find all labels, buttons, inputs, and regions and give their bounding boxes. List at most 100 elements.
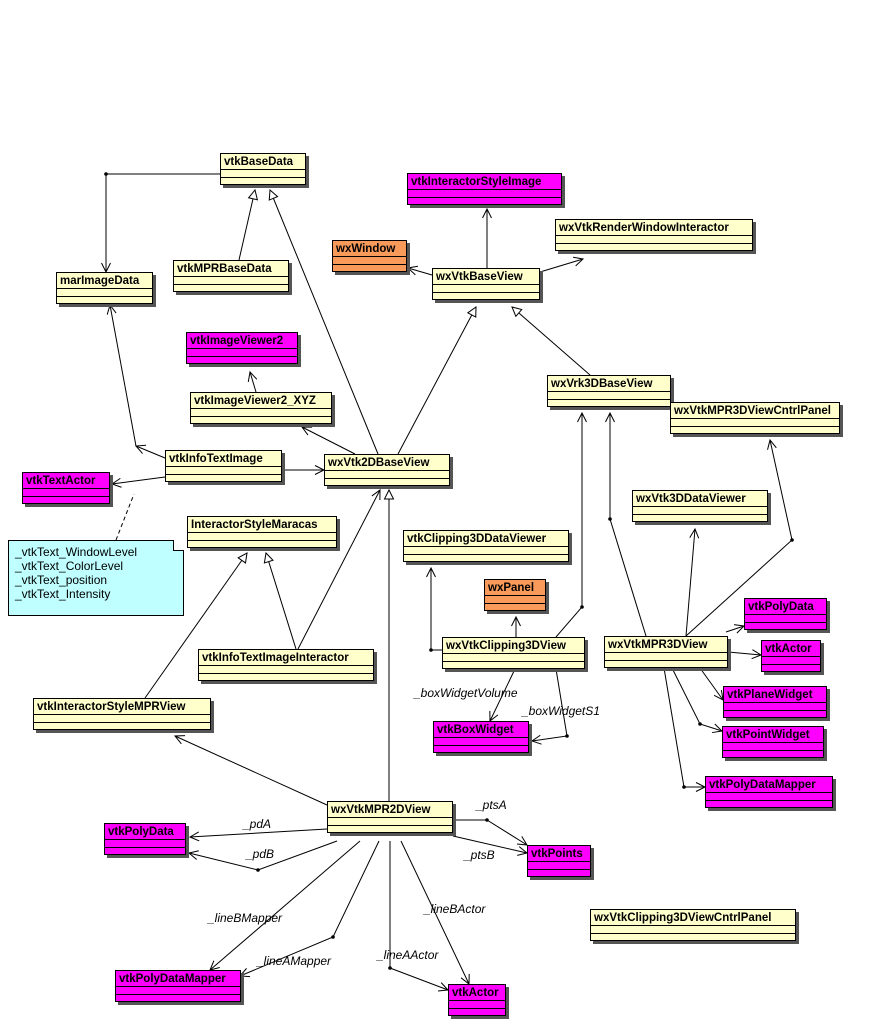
compartment-divider — [591, 933, 795, 934]
compartment-divider — [23, 496, 109, 497]
edge-mpr2d-polydata-a — [189, 828, 328, 838]
class-name: vtkPoints — [528, 846, 590, 862]
class-box-vtkclipping3ddataviewer[interactable]: vtkClipping3DDataViewer — [403, 530, 569, 562]
edge-clip-3dbase — [555, 413, 583, 638]
class-box-vtkbasedata[interactable]: vtkBaseData — [220, 153, 306, 185]
compartment-divider — [449, 1008, 505, 1009]
edge-2dbase-basevideo — [397, 306, 477, 455]
edge-mpr3d-pointwidget — [671, 667, 723, 732]
class-box-wxvtkmpr2dview[interactable]: wxVtkMPR2DView — [327, 801, 453, 833]
class-box-vtkinfotextimageinteractor[interactable]: vtkInfoTextImageInteractor — [198, 649, 374, 681]
association-arrowhead — [247, 370, 258, 382]
class-box-wxpanel[interactable]: wxPanel — [484, 579, 546, 611]
class-name: vtkTextActor — [23, 473, 109, 489]
class-box-wxvtkclipping3dview[interactable]: wxVtkClipping3DView — [442, 637, 585, 669]
association-arrowhead — [301, 426, 313, 436]
generalization-arrowhead — [247, 188, 259, 201]
generalization-arrowhead — [263, 551, 274, 564]
class-box-wxvtk2dbaseview[interactable]: wxVtk2DBaseView — [324, 454, 450, 486]
class-box-vtkinfotextimage[interactable]: vtkInfoTextImage — [165, 450, 282, 482]
note-line: _vtkText_Intensity — [15, 587, 111, 601]
class-box-vtkpolydata[interactable]: vtkPolyData — [104, 823, 186, 855]
edge-mpr2d-actor-b — [400, 840, 470, 985]
class-name: wxVtkBaseView — [433, 269, 539, 285]
compartment-divider — [328, 825, 452, 826]
association-arrowhead — [767, 438, 777, 450]
edge-xyz-viewer2 — [249, 371, 257, 393]
class-name: vtkInteractorStyleImage — [408, 174, 561, 190]
class-name: wxVtkMPR2DView — [328, 802, 452, 818]
compartment-divider — [548, 399, 670, 400]
compartment-divider — [528, 869, 590, 870]
note-line: _vtkText_position — [15, 573, 108, 587]
class-box-vtkinteractorstyleimage[interactable]: vtkInteractorStyleImage — [407, 173, 562, 205]
edge-2dbase-viewer2xyz — [301, 426, 356, 455]
class-box-vtkactor[interactable]: vtkActor — [761, 640, 821, 672]
class-name: vtkPolyDataMapper — [706, 777, 832, 793]
class-name: wxVtk2DBaseView — [325, 455, 449, 471]
class-box-vtkpolydatamapper[interactable]: vtkPolyDataMapper — [115, 970, 241, 1002]
class-box-wxwindow[interactable]: wxWindow — [332, 240, 407, 272]
association-arrowhead — [511, 615, 521, 627]
compartment-divider — [116, 994, 240, 995]
class-box-wxvtkbaseview[interactable]: wxVtkBaseView — [432, 268, 540, 300]
class-name: vtkInfoTextImageInteractor — [199, 650, 373, 666]
class-box-wxvtkclipping3dviewcntrlpanel[interactable]: wxVtkClipping3DViewCntrlPanel — [590, 909, 796, 941]
bend-point — [608, 517, 612, 521]
association-arrowhead — [482, 207, 492, 219]
class-box-vtktextactor[interactable]: vtkTextActor — [22, 472, 110, 504]
class-name: vtkInfoTextImage — [166, 451, 281, 467]
association-arrowhead — [406, 265, 418, 276]
class-name: vtkActor — [449, 985, 505, 1001]
association-arrowhead — [577, 411, 587, 423]
edge-mpr3d-3ddataviewer — [685, 528, 696, 637]
compartment-divider — [174, 284, 288, 285]
edge-basedata-marimagedata — [105, 173, 220, 272]
class-name: vtkPolyData — [745, 599, 826, 615]
class-box-vtkpointwidget[interactable]: vtkPointWidget — [722, 726, 824, 758]
association-arrowhead — [187, 850, 199, 860]
class-box-vtkpolydata[interactable]: vtkPolyData — [744, 598, 827, 630]
association-arrowhead — [530, 734, 542, 745]
class-name: vtkMPRBaseData — [174, 261, 288, 277]
edge-infotext-marimagedata-a — [135, 445, 166, 459]
edge-label-lineaactor: _lineAActor — [377, 948, 439, 962]
class-box-vtkinteractorstylemprview[interactable]: vtkInteractorStyleMPRView — [33, 698, 211, 730]
class-box-vtkmprbasedata[interactable]: vtkMPRBaseData — [173, 260, 289, 292]
bend-point — [698, 722, 702, 726]
class-box-wxvtk3ddataviewer[interactable]: wxVtk3DDataViewer — [632, 490, 768, 522]
class-box-vtkimageviewer2-xyz[interactable]: vtkImageViewer2_XYZ — [190, 392, 332, 424]
class-name: InteractorStyleMaracas — [188, 517, 336, 533]
compartment-divider — [188, 540, 336, 541]
note-line: _vtkText_WindowLevel — [15, 545, 138, 559]
class-box-marimagedata[interactable]: marImageData — [56, 272, 153, 304]
bend-point — [331, 935, 335, 939]
bend-point — [790, 538, 794, 542]
class-box-vtkplanewidget[interactable]: vtkPlaneWidget — [723, 686, 827, 718]
association-arrowhead — [110, 477, 122, 488]
class-box-vtkpolydatamapper[interactable]: vtkPolyDataMapper — [705, 776, 833, 808]
class-box-wxvtkrenderwindowinteractor[interactable]: wxVtkRenderWindowInteractor — [555, 219, 753, 251]
class-box-vtkpoints[interactable]: vtkPoints — [527, 845, 591, 877]
compartment-divider — [724, 710, 826, 711]
compartment-divider — [723, 750, 823, 751]
class-box-vtkboxwidget[interactable]: vtkBoxWidget — [433, 721, 529, 753]
class-box-wxvtkmpr3dviewcntrlpanel[interactable]: wxVtkMPR3DViewCntrlPanel — [670, 402, 840, 434]
class-box-interactorstylemaracas[interactable]: InteractorStyleMaracas — [187, 516, 337, 548]
class-box-vtkimageviewer2[interactable]: vtkImageViewer2 — [186, 332, 298, 364]
generalization-arrowhead — [511, 306, 523, 318]
edge-label-boxwidgetvolume: _boxWidgetVolume — [414, 686, 518, 700]
compartment-divider — [166, 474, 281, 475]
class-name: vtkClipping3DDataViewer — [404, 531, 568, 547]
bend-point — [682, 785, 686, 789]
class-box-wxvrk3dbaseview[interactable]: wxVrk3DBaseView — [547, 375, 671, 407]
class-name: vtkImageViewer2_XYZ — [191, 393, 331, 409]
edge-label-boxwidgets1: _boxWidgetS1 — [522, 704, 600, 718]
class-name: wxWindow — [333, 241, 406, 257]
class-box-wxvtkmpr3dview[interactable]: wxVtkMPR3DView — [604, 636, 728, 668]
class-box-vtkactor[interactable]: vtkActor — [448, 984, 506, 1016]
compartment-divider — [633, 514, 767, 515]
edge-mpr3d-planewidget — [699, 667, 724, 701]
edge-interactor-maracas — [265, 552, 297, 650]
